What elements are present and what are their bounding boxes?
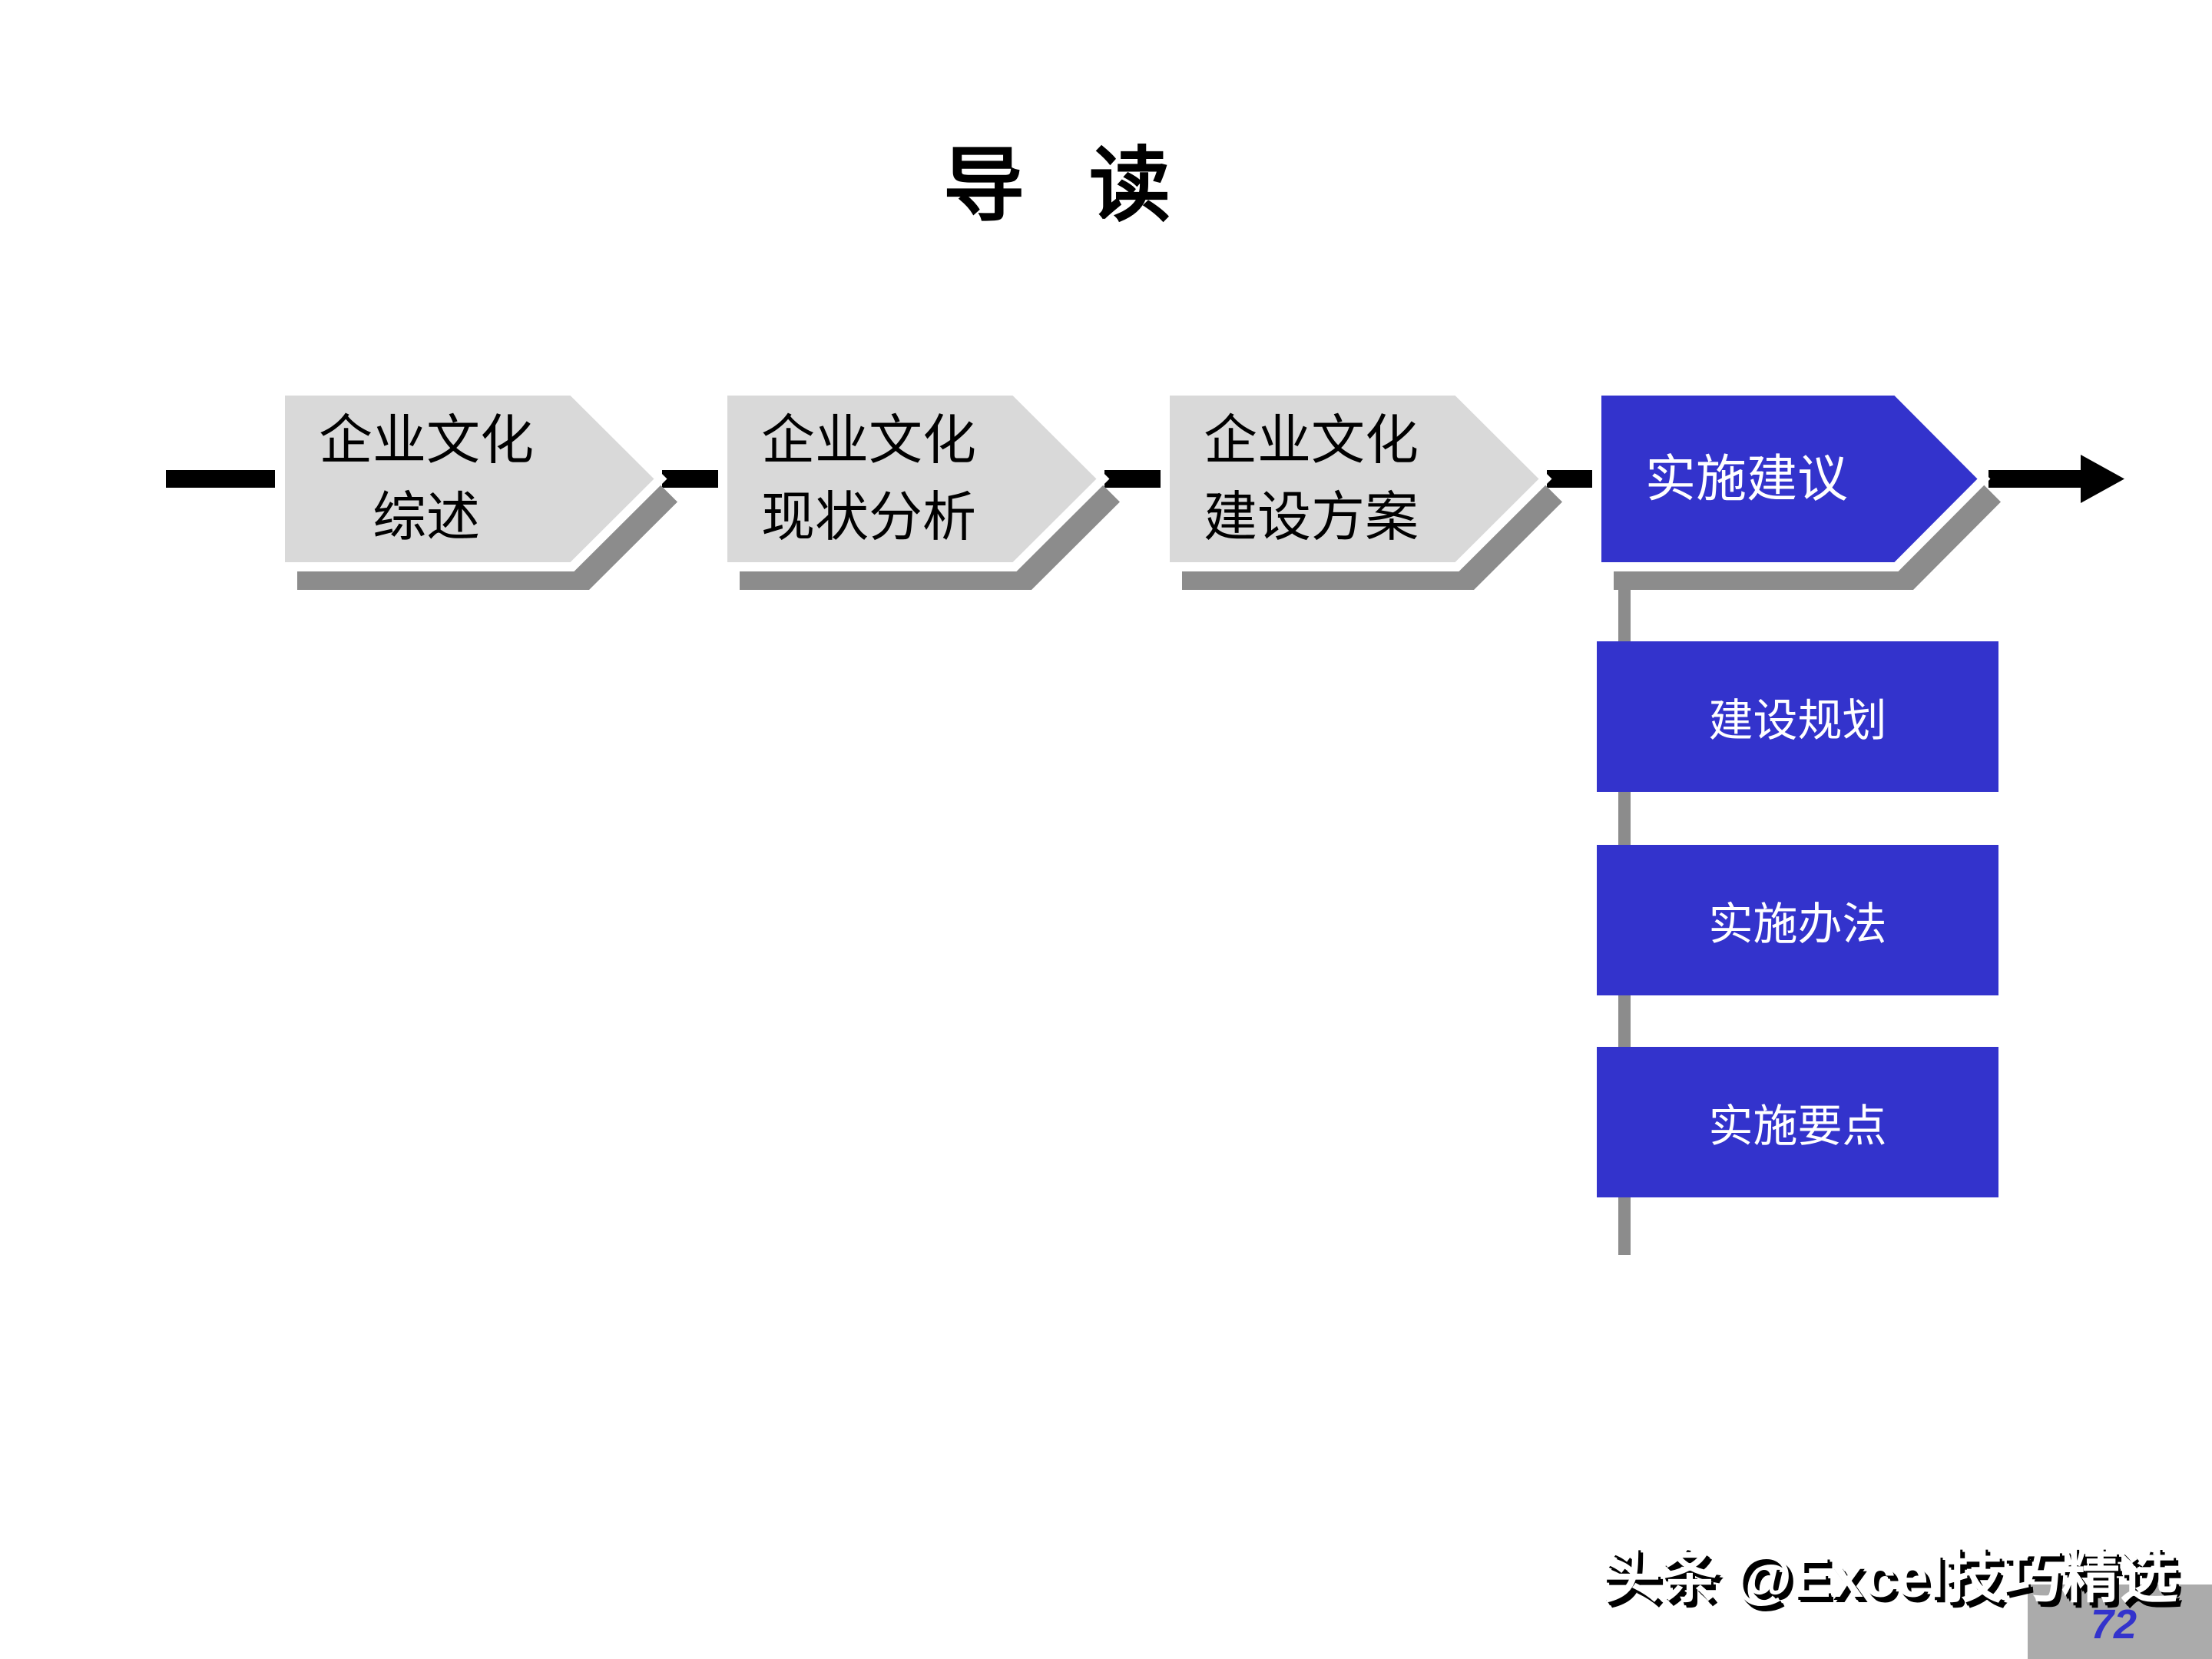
flow-step-2-line1: 企业文化 (761, 410, 976, 471)
connector-line-start (166, 470, 275, 488)
arrow-body-2 (718, 386, 1110, 571)
arrow-body-1 (276, 386, 667, 571)
flow-step-label-3: 企业文化 建设方案 (1165, 391, 1457, 567)
flow-step-label-1: 企业文化 综述 (280, 391, 572, 567)
sub-step-3-label: 实施要点 (1708, 1101, 1887, 1151)
flow-step-3-line2: 建设方案 (1204, 486, 1419, 547)
flow-step-shape-3 (1161, 386, 1562, 590)
connector-line-end (1988, 470, 2081, 488)
flow-step-3-line1: 企业文化 (1204, 410, 1419, 471)
flow-step-1-line2: 综述 (373, 486, 480, 547)
flow-step-shape-4-active (1592, 386, 2001, 590)
arrow-right-head-icon (2081, 455, 2124, 503)
sub-step-2-label: 实施办法 (1708, 899, 1887, 949)
sub-step-box-2: 实施办法 (1597, 845, 1998, 995)
arrow-body-3 (1161, 386, 1552, 571)
watermark-text: 头条 @Excel技巧精选 (1602, 1545, 2178, 1610)
sub-step-box-1: 建设规划 (1597, 641, 1998, 792)
sub-step-box-3: 实施要点 (1597, 1047, 1998, 1197)
flow-step-shape-1 (276, 386, 677, 590)
footer-gray-block (2028, 1584, 2212, 1659)
flow-step-2-line2: 现状分析 (761, 486, 976, 547)
arrow-body-4 (1592, 386, 1991, 571)
sub-step-1-label: 建设规划 (1708, 696, 1887, 746)
page-number: 72 (2091, 1601, 2137, 1647)
connector-line-3-4 (1547, 470, 1596, 488)
flow-step-1-line1: 企业文化 (319, 410, 534, 471)
flow-step-4-label: 实施建议 (1645, 449, 1848, 507)
flow-step-shape-2 (718, 386, 1120, 590)
connector-line-1-2 (662, 470, 722, 488)
connector-line-2-3 (1104, 470, 1164, 488)
flow-step-label-2: 企业文化 现状分析 (723, 391, 1015, 567)
flow-step-label-4: 实施建议 (1597, 391, 1896, 567)
page-title: 导读 (943, 141, 1235, 231)
